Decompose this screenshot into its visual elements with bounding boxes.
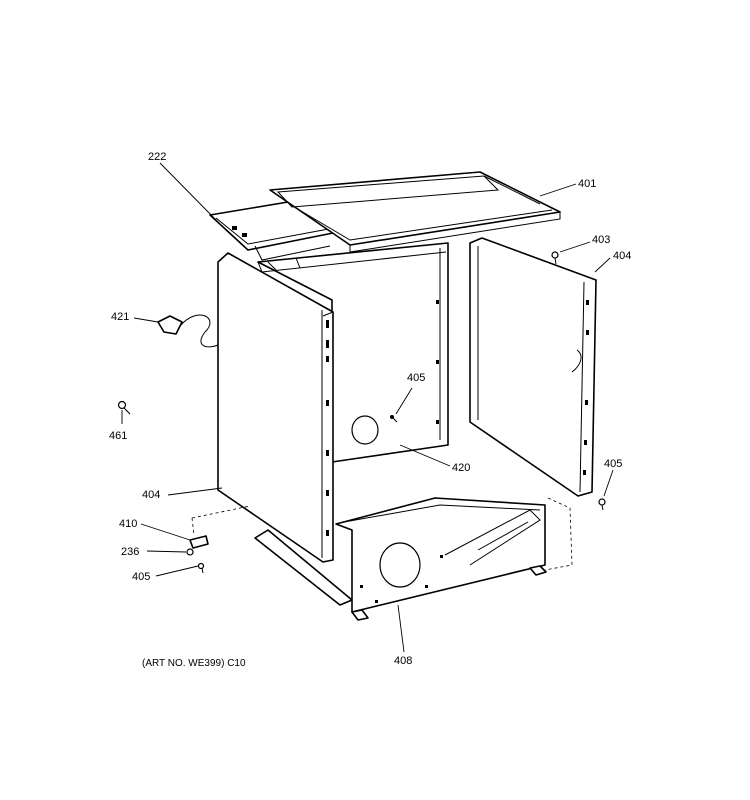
screw-403 [551,251,559,265]
label-405-left: 405 [132,571,150,583]
screw-461 [117,400,131,415]
art-number-note: (ART NO. WE399) C10 [142,658,246,669]
label-222: 222 [148,151,166,163]
label-421: 421 [111,311,129,323]
label-405-right: 405 [604,458,622,470]
foot-236 [186,548,194,556]
screw-405-center [390,415,398,423]
part-404-left-side-panel [217,252,334,563]
label-403: 403 [592,234,610,246]
part-421-power-cord [157,314,219,348]
label-408: 408 [394,655,412,667]
label-410: 410 [119,518,137,530]
alignment-lines [191,497,573,571]
label-401: 401 [578,178,596,190]
leader-lines [121,162,614,653]
label-405-center: 405 [407,372,425,384]
label-461: 461 [109,430,127,442]
label-420: 420 [452,462,470,474]
part-404-right-side-panel [469,237,597,497]
label-236: 236 [121,546,139,558]
screw-405-right [598,498,606,511]
part-401-top-panel [269,171,561,253]
part-408-base [254,497,547,621]
label-404-left: 404 [142,489,160,501]
callout-labels: 222 401 403 404 421 405 461 420 405 404 … [109,151,631,669]
label-404-right: 404 [613,250,631,262]
leveling-leg-410 [189,535,209,549]
screw-405-left [197,562,205,574]
